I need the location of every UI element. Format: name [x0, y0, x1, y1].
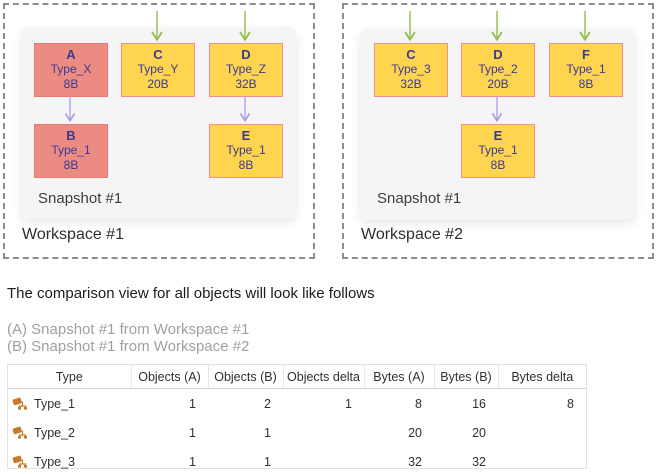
cell-objects-a: 1 [189, 454, 196, 469]
cell-objects-b: 1 [264, 425, 271, 440]
node-type: Type_X [50, 62, 92, 76]
cell-bytes-b: 20 [472, 425, 486, 440]
type-name: Type_1 [34, 396, 76, 411]
cell-bytes-b: 16 [472, 396, 486, 411]
node-id: A [66, 47, 76, 62]
node-type: Type_1 [51, 143, 91, 157]
workspace-1-label: Workspace #1 [22, 226, 124, 243]
comparison-table: Type Objects (A) Objects (B) Objects del… [7, 364, 587, 469]
cell-bytes-a: 20 [408, 425, 422, 440]
node-size: 8B [63, 158, 79, 172]
node-size: 20B [147, 77, 169, 91]
type-name: Type_2 [34, 425, 76, 440]
table-row[interactable]: Type_1 1 2 1 8 16 8 [8, 389, 586, 419]
node-size: 8B [238, 158, 254, 172]
node-type: Type_3 [391, 62, 431, 76]
node-size: 8B [63, 77, 79, 91]
column-header-bytes-b[interactable]: Bytes (B) [433, 365, 498, 389]
type-icon [12, 397, 27, 410]
legend-snapshot-a: (A) Snapshot #1 from Workspace #1 [7, 321, 250, 338]
cell-objects-a: 1 [189, 396, 196, 411]
node-id: B [66, 128, 76, 143]
cell-bytes-a: 32 [408, 454, 422, 469]
object-node-e: E Type_1 8B [209, 124, 283, 178]
snapshot-label-workspace-2: Snapshot #1 [377, 190, 462, 207]
type-icon [12, 426, 27, 439]
cell-bytes-delta [498, 447, 586, 474]
cell-objects-delta [283, 418, 364, 447]
object-node-d2: D Type_2 20B [461, 43, 535, 97]
snapshot-label-workspace-1: Snapshot #1 [38, 190, 123, 207]
node-id: D [493, 47, 503, 62]
object-node-e2: E Type_1 8B [461, 124, 535, 178]
node-id: F [582, 47, 590, 62]
cell-objects-b: 2 [264, 396, 271, 411]
table-row[interactable]: Type_2 1 1 20 20 [8, 418, 586, 447]
node-type: Type_2 [478, 62, 518, 76]
column-header-objects-b[interactable]: Objects (B) [207, 365, 283, 389]
cell-bytes-b: 32 [472, 454, 486, 469]
node-size: 8B [490, 158, 506, 172]
object-node-f: F Type_1 8B [549, 43, 623, 97]
cell-objects-b: 1 [264, 454, 271, 469]
node-type: Type_Y [137, 62, 179, 76]
column-header-objects-a[interactable]: Objects (A) [130, 365, 208, 389]
node-size: 8B [578, 77, 594, 91]
cell-objects-a: 1 [189, 425, 196, 440]
node-type: Type_1 [478, 143, 518, 157]
column-header-bytes-delta[interactable]: Bytes delta [497, 365, 586, 389]
node-id: C [406, 47, 416, 62]
legend-snapshot-b: (B) Snapshot #1 from Workspace #2 [7, 338, 250, 355]
table-row[interactable]: Type_3 1 1 32 32 [8, 447, 586, 474]
object-node-c: C Type_Y 20B [121, 43, 195, 97]
node-id: E [241, 128, 251, 143]
cell-objects-delta: 1 [345, 396, 352, 411]
object-node-a: A Type_X 8B [34, 43, 108, 97]
node-size: 20B [487, 77, 509, 91]
column-header-bytes-a[interactable]: Bytes (A) [363, 365, 434, 389]
node-size: 32B [400, 77, 422, 91]
node-type: Type_1 [566, 62, 606, 76]
node-type: Type_1 [226, 143, 266, 157]
type-name: Type_3 [34, 454, 76, 469]
cell-bytes-a: 8 [415, 396, 422, 411]
cell-bytes-delta [498, 418, 586, 447]
workspace-2-label: Workspace #2 [361, 226, 463, 243]
cell-objects-delta [283, 447, 364, 474]
type-icon [12, 455, 27, 468]
column-header-objects-delta[interactable]: Objects delta [282, 365, 364, 389]
object-node-b: B Type_1 8B [34, 124, 108, 178]
node-id: E [493, 128, 503, 143]
table-header-row: Type Objects (A) Objects (B) Objects del… [8, 365, 586, 389]
comparison-description: The comparison view for all objects will… [7, 285, 375, 302]
object-node-c2: C Type_3 32B [374, 43, 448, 97]
node-size: 32B [235, 77, 257, 91]
node-id: C [153, 47, 163, 62]
object-node-d: D Type_Z 32B [209, 43, 283, 97]
node-id: D [241, 47, 251, 62]
node-type: Type_Z [225, 62, 267, 76]
cell-bytes-delta: 8 [567, 396, 574, 411]
column-header-type[interactable]: Type [8, 365, 131, 389]
